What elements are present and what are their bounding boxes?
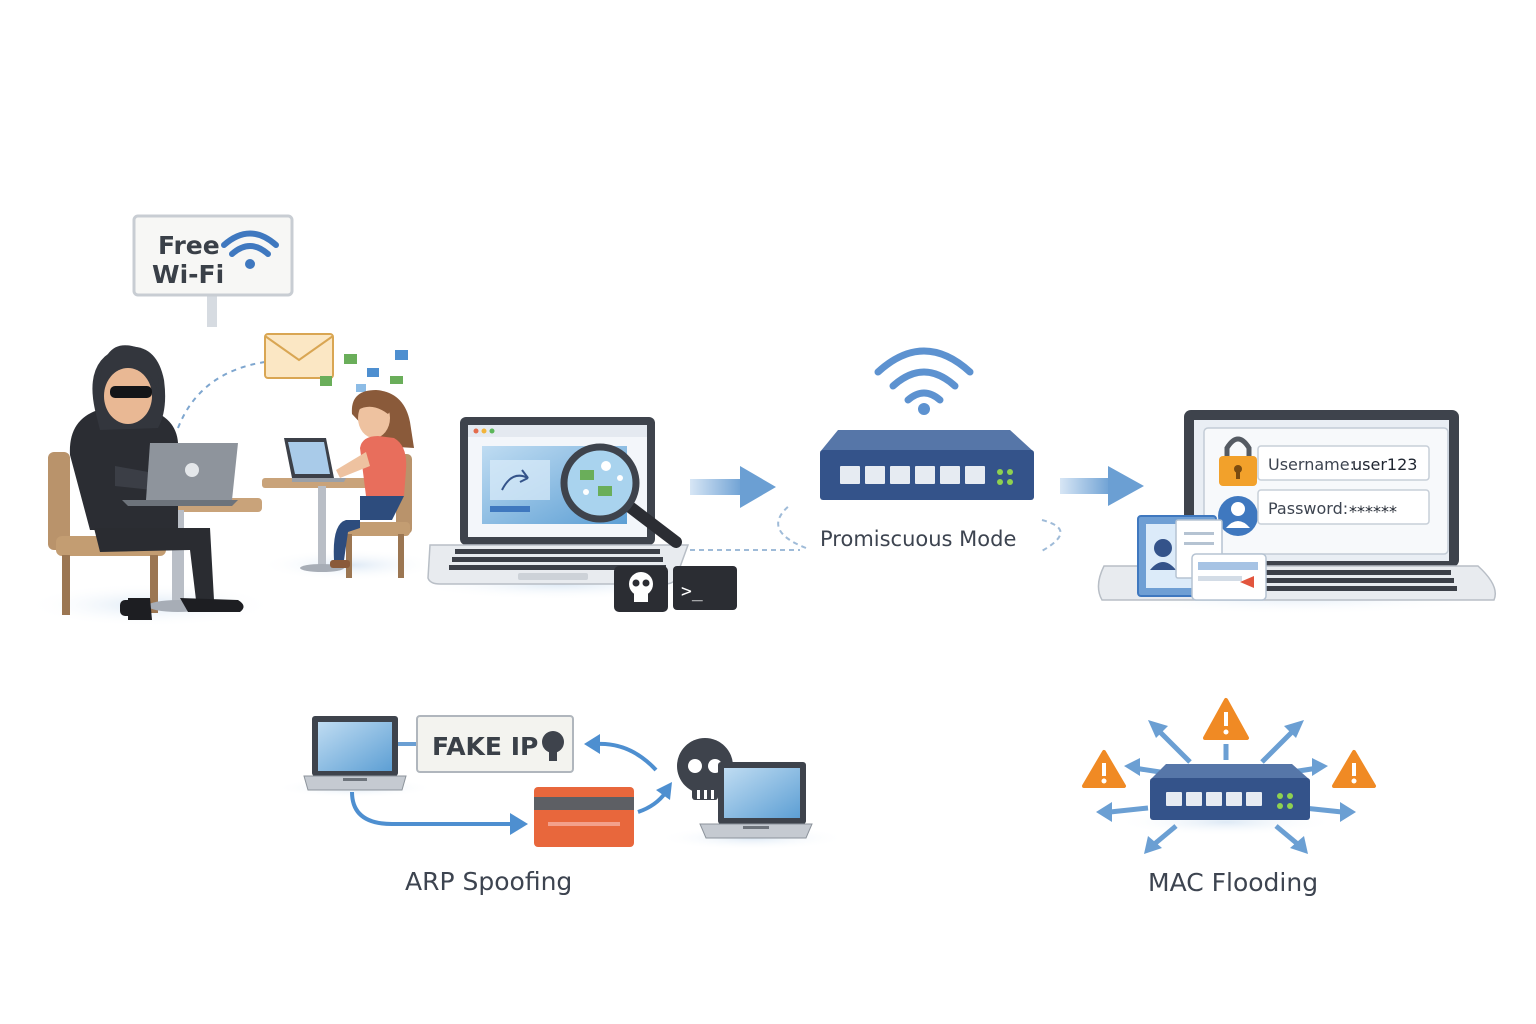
user-icon (1218, 496, 1258, 536)
fake-ip-badge: FAKE IP (416, 715, 574, 773)
magnifier-icon (560, 443, 682, 548)
warning-icon (1082, 750, 1126, 788)
wifi-icon (221, 230, 279, 269)
woman-figure (330, 390, 414, 568)
keyboard (1240, 570, 1457, 591)
username-value: user123 (1352, 455, 1417, 474)
free-wifi-sign: Free Wi-Fi (132, 214, 294, 327)
envelope-icon (264, 333, 334, 379)
password-label: Password: (1268, 499, 1348, 518)
flow-arrow (1060, 466, 1144, 506)
warning-icon (1332, 750, 1376, 788)
victim-laptop-icon (303, 716, 407, 791)
credit-card-icon (1191, 553, 1267, 601)
terminal-icon: >_ (673, 566, 737, 610)
warning-icon (1203, 698, 1249, 740)
promiscuous-mode-label: Promiscuous Mode (820, 527, 1016, 551)
hacker-figure (69, 345, 244, 620)
mac-flooding-panel: MAC Flooding (1082, 698, 1376, 897)
location-pin-icon (542, 731, 564, 761)
woman-laptop-icon (284, 438, 346, 482)
wifi-sign-line2: Wi-Fi (152, 260, 224, 289)
attacker-laptop-icon (699, 762, 813, 839)
flood-arrows (1096, 720, 1356, 854)
flow-arrow (690, 466, 776, 508)
sunglasses-icon (110, 386, 152, 398)
hacker-laptop-icon (122, 443, 238, 506)
wifi-sign-line1: Free (158, 231, 220, 260)
terminal-prompt: >_ (681, 581, 703, 602)
arp-spoofing-caption: ARP Spoofing (405, 867, 572, 896)
padlock-icon (1219, 436, 1257, 486)
wifi-icon (874, 347, 974, 415)
interception-path (177, 361, 266, 429)
password-value: ****** (1349, 502, 1397, 521)
flooded-switch-icon (1150, 764, 1310, 820)
arp-spoofing-panel: FAKE IP (275, 715, 847, 896)
cafe-scene: Free Wi-Fi (25, 214, 440, 627)
keyboard (449, 549, 666, 570)
traffic-arrow (350, 791, 512, 826)
skull-icon (614, 566, 668, 612)
stolen-data-arrow (637, 790, 668, 814)
orange-card-icon (534, 787, 634, 847)
spoof-arrow (595, 741, 658, 772)
username-field: Username: user123 (1219, 436, 1430, 486)
ethernet-ports (840, 466, 985, 484)
data-packets-icon (320, 350, 408, 392)
username-label: Username: (1268, 455, 1355, 474)
credentials-laptop: Username: user123 Password: ****** (1097, 410, 1500, 615)
mac-flooding-caption: MAC Flooding (1148, 868, 1318, 897)
network-switch: Promiscuous Mode (777, 347, 1062, 553)
password-field: Password: ****** (1218, 489, 1430, 536)
fake-ip-label: FAKE IP (432, 732, 538, 761)
sniffer-laptop: >_ (410, 417, 800, 612)
